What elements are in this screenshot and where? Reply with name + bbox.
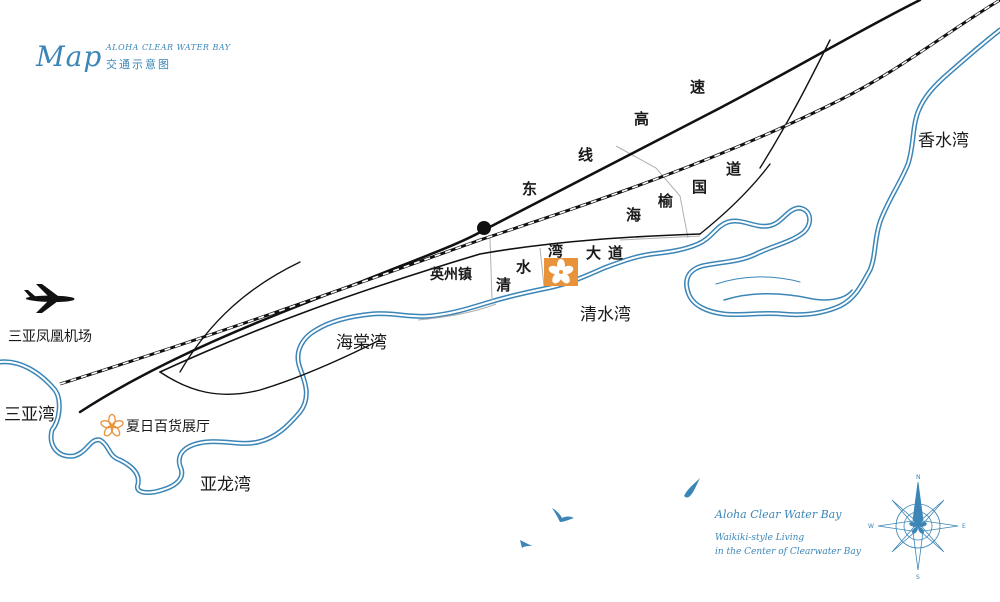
map-title: Map ALOHA CLEAR WATER BAY 交通示意图: [36, 40, 230, 73]
place-label-xiangshuiwan: 香水湾: [918, 131, 969, 151]
place-label-yalongwan: 亚龙湾: [200, 475, 251, 495]
minor-roads: [417, 145, 701, 321]
road-char-east-1: 东: [522, 180, 538, 198]
compass-n: N: [916, 474, 921, 481]
compass-w: W: [868, 523, 874, 530]
road-char-qsw-5: 道: [608, 244, 624, 262]
highways: [78, 0, 922, 414]
haiyu-road: [159, 233, 701, 373]
brand-block: Aloha Clear Water Bay Waikiki-style Livi…: [715, 508, 861, 559]
road-char-qsw-2: 水: [516, 258, 532, 276]
place-label-airport: 三亚凤凰机场: [8, 329, 92, 345]
interchange-dot-icon: [477, 221, 491, 235]
road-char-east-3: 高: [634, 110, 650, 128]
road-char-east-4: 速: [690, 78, 706, 96]
compass-rose-icon: N S E W: [868, 474, 966, 581]
road-char-haiyu-2: 榆: [658, 192, 674, 210]
road-char-qsw-4: 大: [586, 244, 602, 262]
brand-line-1: Aloha Clear Water Bay: [715, 508, 842, 521]
place-label-yingzhou: 英州镇: [430, 267, 472, 283]
map-title-script: Map: [36, 40, 103, 73]
project-flower-icon: [544, 258, 578, 286]
map-title-cn: 交通示意图: [106, 58, 171, 71]
place-label-showroom: 夏日百货展厅: [126, 419, 210, 435]
road-char-haiyu-3: 国: [692, 178, 708, 196]
road-char-east-2: 线: [578, 146, 594, 164]
east-expressway: [78, 0, 922, 414]
road-char-haiyu-4: 道: [726, 160, 742, 178]
place-label-qingshuiwan: 清水湾: [580, 305, 631, 325]
railway: [59, 0, 1000, 386]
road-char-qsw-1: 清: [496, 276, 512, 294]
brand-line-2: Waikiki-style Living: [715, 533, 805, 543]
road-char-haiyu-1: 海: [626, 206, 642, 224]
compass-s: S: [916, 574, 920, 581]
flower-icon: [100, 413, 124, 437]
airplane-icon: [24, 284, 75, 313]
compass-e: E: [962, 523, 966, 530]
brand-line-3: in the Center of Clearwater Bay: [715, 547, 861, 557]
road-char-qsw-3: 湾: [548, 242, 564, 260]
seagull-icon: [520, 478, 700, 548]
map-title-en: ALOHA CLEAR WATER BAY: [106, 43, 231, 52]
place-label-haitangwan: 海棠湾: [336, 333, 387, 353]
place-label-sanyawan: 三亚湾: [4, 405, 55, 425]
coastline: [0, 27, 1000, 495]
